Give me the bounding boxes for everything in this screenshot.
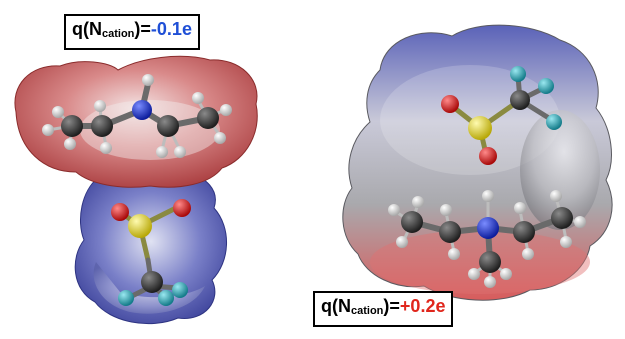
hydrogen-atom: [514, 202, 526, 214]
hydrogen-atom: [388, 204, 400, 216]
oxygen-atom: [441, 95, 459, 113]
hydrogen-atom: [64, 138, 76, 150]
hydrogen-atom: [468, 268, 480, 280]
right-anion-atoms: [441, 66, 562, 165]
carbon-atom: [551, 207, 573, 229]
fluorine-atom: [510, 66, 526, 82]
carbon-atom: [197, 107, 219, 129]
left-cation-surface: [14, 55, 258, 188]
right-charge-value: +0.2e: [399, 296, 446, 316]
right-cation-atoms: [388, 190, 586, 288]
carbon-atom: [439, 221, 461, 243]
left-cation-atoms: [42, 74, 232, 158]
hydrogen-atom: [142, 74, 154, 86]
fluorine-atom: [546, 114, 562, 130]
hydrogen-atom: [482, 190, 494, 202]
charge-prefix: q(N: [72, 19, 102, 39]
hydrogen-atom: [174, 146, 186, 158]
left-charge-value: -0.1e: [150, 19, 192, 39]
carbon-atom: [91, 115, 113, 137]
charge-suffix: )=: [383, 296, 400, 316]
hydrogen-atom: [560, 236, 572, 248]
hydrogen-atom: [448, 248, 460, 260]
fluorine-atom: [158, 290, 174, 306]
hydrogen-atom: [550, 190, 562, 202]
carbon-atom: [141, 271, 163, 293]
oxygen-atom: [173, 199, 191, 217]
hydrogen-atom: [214, 132, 226, 144]
carbon-atom: [510, 90, 530, 110]
hydrogen-atom: [100, 142, 112, 154]
hydrogen-atom: [412, 196, 424, 208]
carbon-atom: [513, 221, 535, 243]
fluorine-atom: [118, 290, 134, 306]
nitrogen-atom: [132, 100, 152, 120]
carbon-atom: [401, 211, 423, 233]
carbon-atom: [61, 115, 83, 137]
oxygen-atom: [479, 147, 497, 165]
hydrogen-atom: [220, 104, 232, 116]
hydrogen-atom: [42, 124, 54, 136]
charge-subscript: cation: [102, 28, 135, 40]
hydrogen-atom: [94, 100, 106, 112]
hydrogen-atom: [522, 248, 534, 260]
charge-suffix: )=: [134, 19, 151, 39]
hydrogen-atom: [192, 92, 204, 104]
left-anion-atoms: [111, 199, 191, 306]
hydrogen-atom: [156, 146, 168, 158]
hydrogen-atom: [440, 204, 452, 216]
right-ion-pair: [342, 24, 613, 301]
hydrogen-atom: [396, 236, 408, 248]
carbon-atom: [157, 115, 179, 137]
sulfur-atom: [468, 116, 492, 140]
carbon-atom: [479, 251, 501, 273]
charge-prefix: q(N: [321, 296, 351, 316]
nitrogen-atom: [477, 217, 499, 239]
fluorine-atom: [172, 282, 188, 298]
left-ion-pair: [14, 55, 258, 325]
charge-subscript: cation: [351, 305, 384, 317]
sulfur-atom: [128, 214, 152, 238]
hydrogen-atom: [484, 276, 496, 288]
hydrogen-atom: [500, 268, 512, 280]
hydrogen-atom: [52, 106, 64, 118]
hydrogen-atom: [574, 216, 586, 228]
left-charge-label: q(Ncation)=-0.1e: [64, 14, 200, 50]
right-charge-label: q(Ncation)=+0.2e: [313, 291, 454, 327]
oxygen-atom: [111, 203, 129, 221]
fluorine-atom: [538, 78, 554, 94]
